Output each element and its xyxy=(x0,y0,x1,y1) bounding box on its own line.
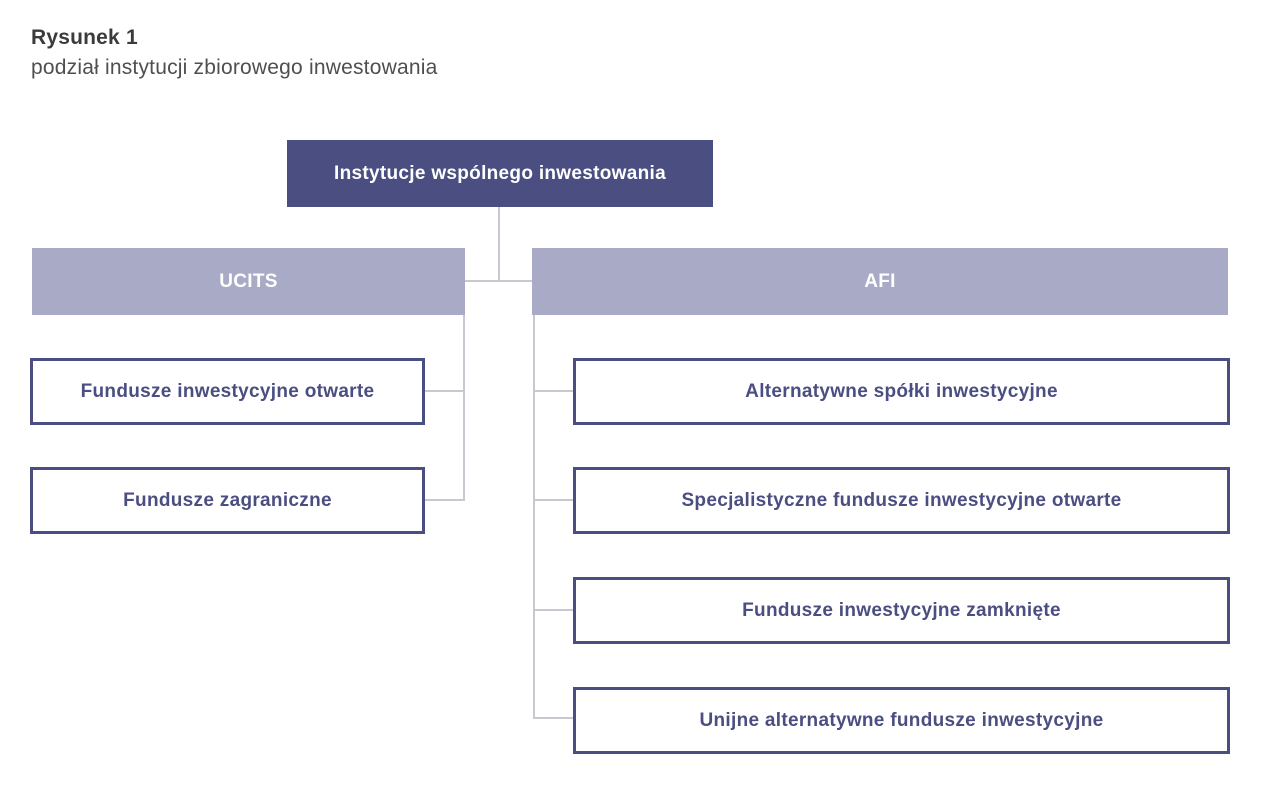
leaf-label: Fundusze inwestycyjne zamknięte xyxy=(742,599,1061,621)
connector-root-vertical xyxy=(498,207,500,282)
connector-afi-vertical xyxy=(533,315,535,719)
node-leaf-fundusze-inwestycyjne-zamkniete: Fundusze inwestycyjne zamknięte xyxy=(573,577,1230,644)
node-leaf-unijne-alternatywne-fundusze-inwestycyjne: Unijne alternatywne fundusze inwestycyjn… xyxy=(573,687,1230,754)
connector-ucits-vertical xyxy=(463,315,465,501)
leaf-label: Alternatywne spółki inwestycyjne xyxy=(745,380,1058,402)
connector-afi-stub-1 xyxy=(535,390,573,392)
leaf-label: Fundusze inwestycyjne otwarte xyxy=(80,380,375,402)
connector-afi-stub-2 xyxy=(535,499,573,501)
node-leaf-fundusze-zagraniczne: Fundusze zagraniczne xyxy=(30,467,425,534)
leaf-label: Specjalistyczne fundusze inwestycyjne ot… xyxy=(681,489,1122,511)
connector-ucits-stub-2 xyxy=(425,499,463,501)
node-branch-ucits: UCITS xyxy=(32,248,465,315)
node-leaf-specjalistyczne-fundusze-inwestycyjne-otwarte: Specjalistyczne fundusze inwestycyjne ot… xyxy=(573,467,1230,534)
node-root: Instytucje wspólnego inwestowania xyxy=(287,140,713,207)
node-leaf-alternatywne-spolki-inwestycyjne: Alternatywne spółki inwestycyjne xyxy=(573,358,1230,425)
leaf-label: Unijne alternatywne fundusze inwestycyjn… xyxy=(699,709,1104,731)
node-branch-afi-label: AFI xyxy=(864,270,896,292)
figure-caption: podział instytucji zbiorowego inwestowan… xyxy=(31,56,438,79)
node-root-label: Instytucje wspólnego inwestowania xyxy=(334,162,666,184)
figure-label: Rysunek 1 xyxy=(31,26,138,49)
connector-afi-stub-3 xyxy=(535,609,573,611)
node-branch-ucits-label: UCITS xyxy=(219,270,278,292)
connector-root-horizontal xyxy=(465,280,532,282)
leaf-label: Fundusze zagraniczne xyxy=(123,489,332,511)
node-branch-afi: AFI xyxy=(532,248,1228,315)
connector-afi-stub-4 xyxy=(535,717,573,719)
connector-ucits-stub-1 xyxy=(425,390,463,392)
node-leaf-fundusze-inwestycyjne-otwarte: Fundusze inwestycyjne otwarte xyxy=(30,358,425,425)
